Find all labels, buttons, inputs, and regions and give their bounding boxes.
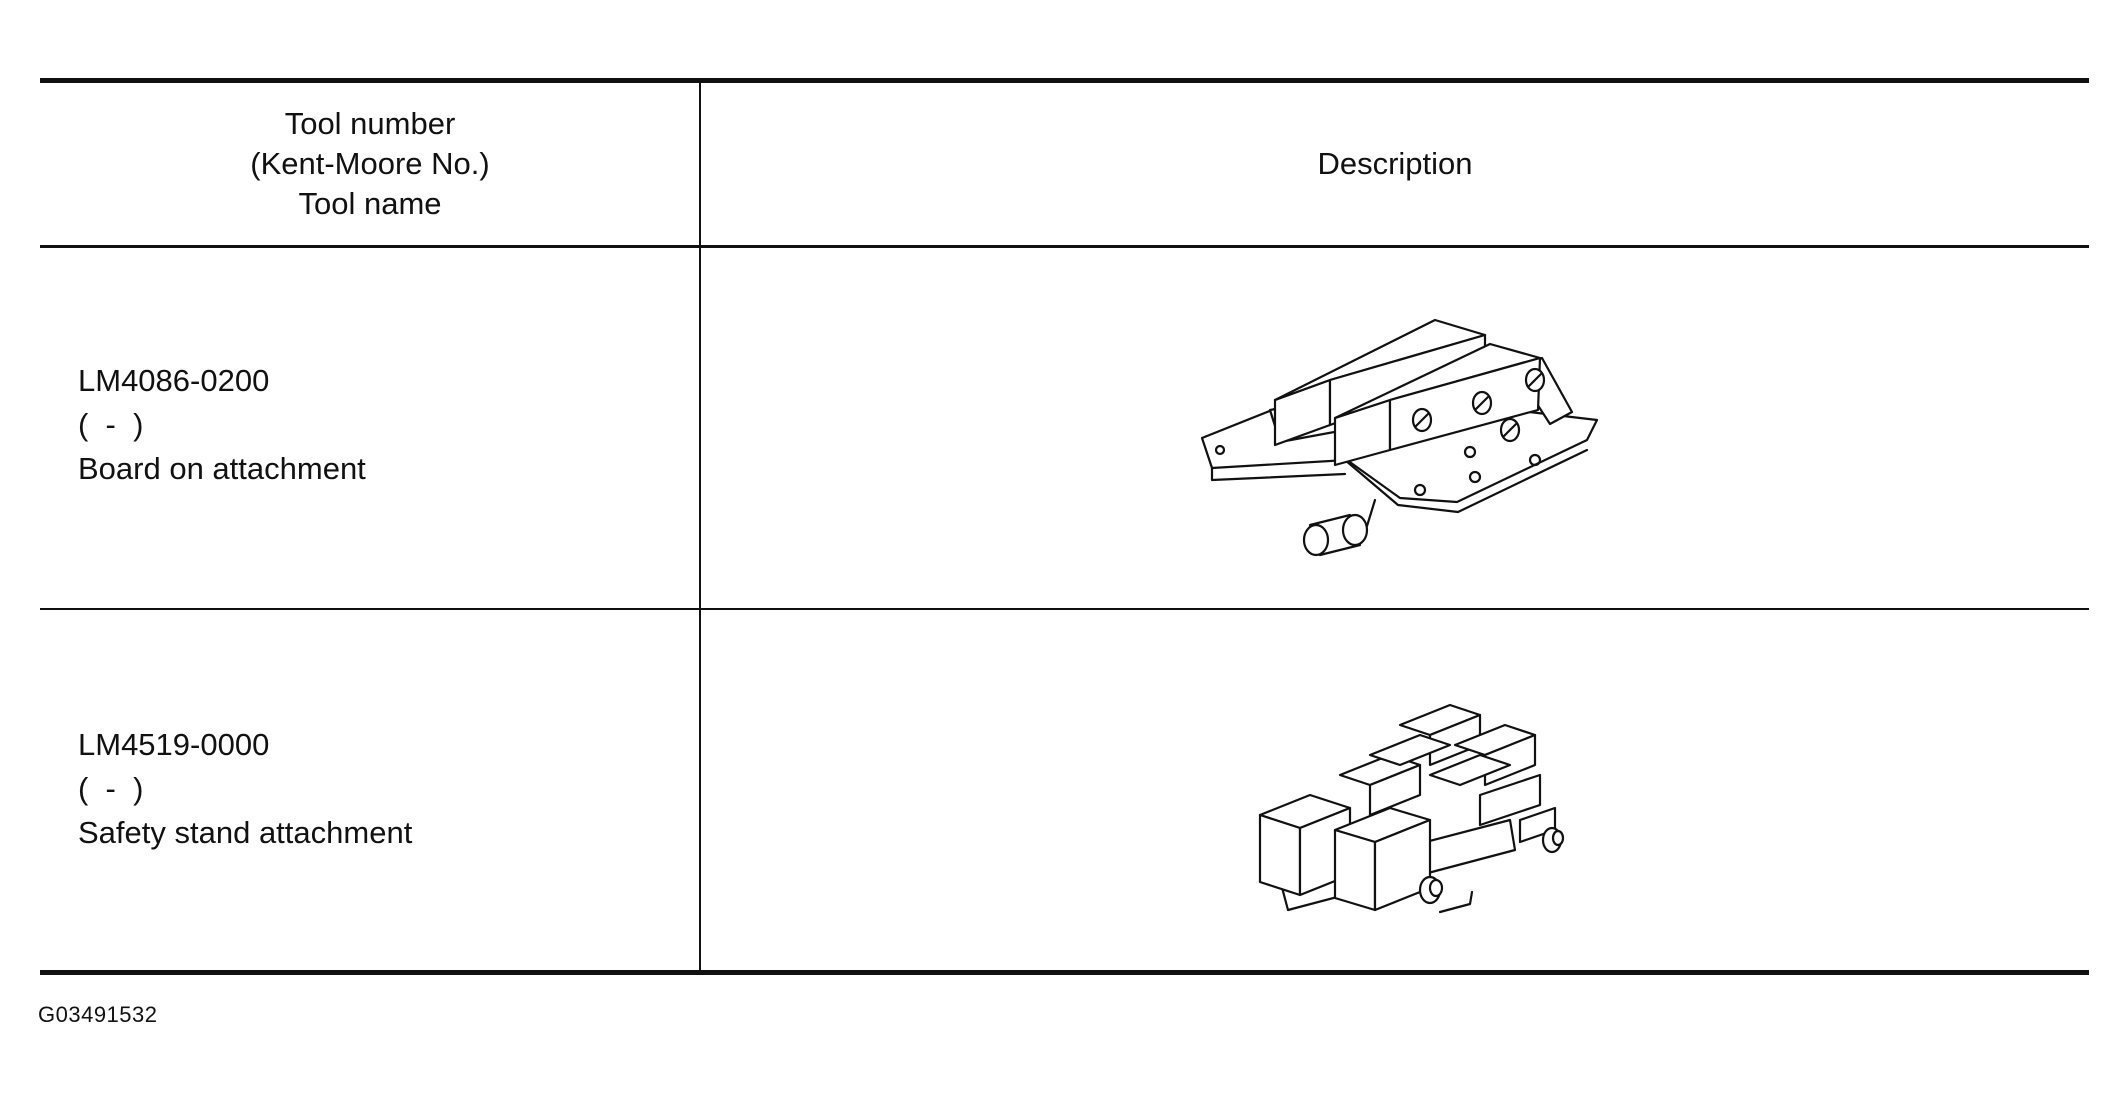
tool-number: LM4519-0000 [78, 727, 270, 762]
header-tool-column: Tool number (Kent-Moore No.) Tool name [40, 84, 700, 244]
figure-code: G03491532 [38, 1002, 158, 1027]
header-bottom-rule [40, 245, 2089, 248]
table-bottom-rule [40, 970, 2089, 975]
kent-moore-number: ( - ) [78, 407, 144, 442]
board-on-attachment-illustration [1200, 300, 1600, 570]
header-description-column: Description [701, 84, 2089, 244]
column-divider [699, 83, 701, 970]
header-tool-name: Tool name [298, 186, 442, 221]
tool-number: LM4086-0200 [78, 363, 270, 398]
tool-name: Safety stand attachment [78, 815, 413, 850]
tool-name: Board on attachment [78, 451, 366, 486]
header-tool-number: Tool number [284, 106, 456, 141]
table-row: LM4086-0200 ( - ) Board on attachment [78, 359, 366, 491]
safety-stand-attachment-illustration [1240, 680, 1580, 920]
table-row: LM4519-0000 ( - ) Safety stand attachmen… [78, 723, 412, 855]
table-top-rule [40, 78, 2089, 83]
header-description: Description [1317, 146, 1473, 181]
kent-moore-number: ( - ) [78, 771, 144, 806]
header-kent-moore: (Kent-Moore No.) [250, 146, 490, 181]
row-divider [40, 608, 2089, 610]
